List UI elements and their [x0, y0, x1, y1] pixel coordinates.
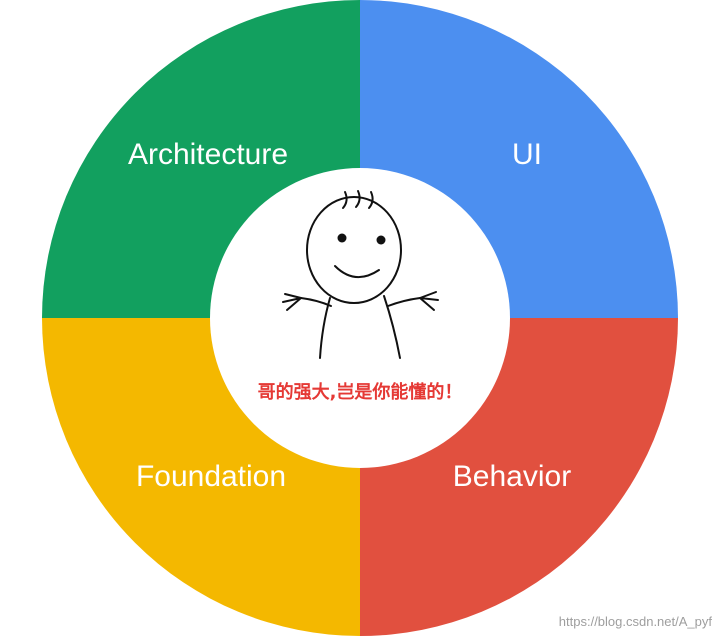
foundation-label: Foundation: [136, 460, 286, 493]
center-circle: [210, 168, 510, 468]
ui-label: UI: [512, 138, 542, 171]
watermark-text: https://blog.csdn.net/A_pyf: [559, 614, 713, 629]
behavior-label: Behavior: [453, 460, 571, 493]
center-caption: 哥的强大,岂是你能懂的！: [258, 381, 463, 403]
shrugging-stick-figure-icon: [282, 190, 439, 359]
architecture-label: Architecture: [128, 138, 288, 171]
